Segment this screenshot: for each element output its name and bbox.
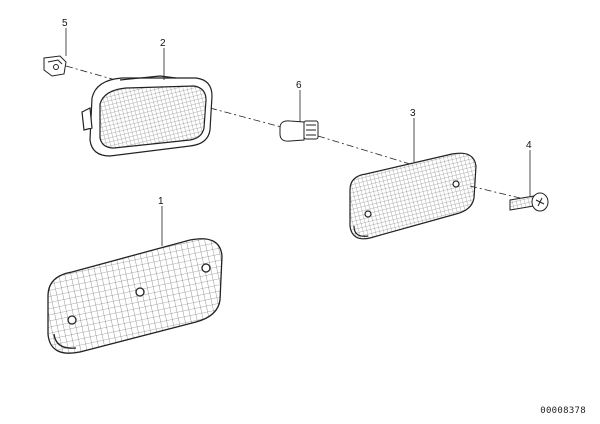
clip-part bbox=[43, 55, 67, 77]
side-lens-part bbox=[349, 152, 477, 240]
callout-2: 2 bbox=[160, 38, 166, 49]
callout-5: 5 bbox=[62, 18, 68, 29]
leader-lines bbox=[65, 28, 531, 246]
screw-part bbox=[509, 192, 549, 212]
callout-6: 6 bbox=[296, 80, 302, 91]
callout-1: 1 bbox=[158, 196, 164, 207]
document-number: 00008378 bbox=[540, 406, 586, 416]
large-lens-part bbox=[47, 238, 223, 354]
callout-4: 4 bbox=[526, 140, 532, 151]
lamp-housing-part bbox=[81, 75, 213, 157]
bulb-part bbox=[279, 120, 319, 142]
callout-3: 3 bbox=[410, 108, 416, 119]
